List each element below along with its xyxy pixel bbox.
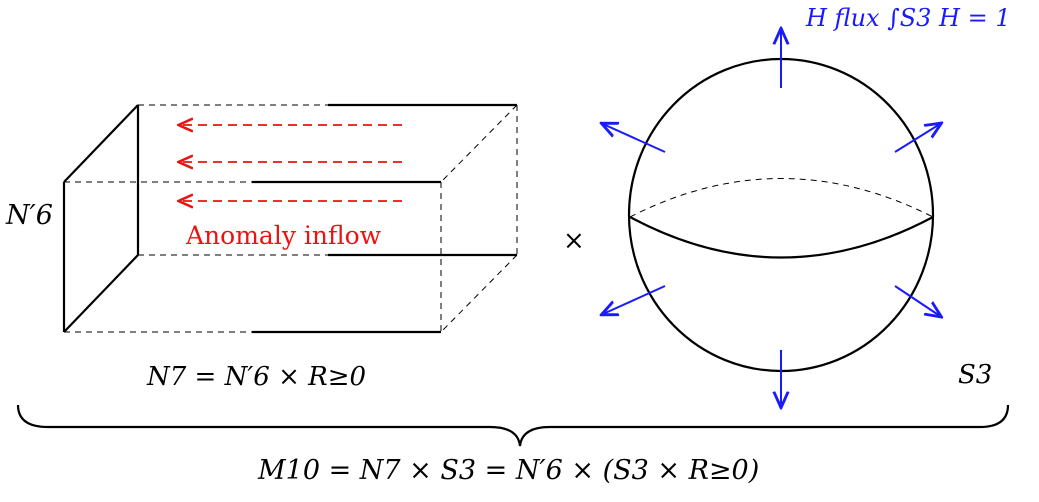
anomaly-inflow-arrows — [180, 125, 402, 201]
box-dashed-edges — [64, 104, 518, 333]
anomaly-inflow-label: Anomaly inflow — [186, 221, 382, 250]
outward-arrow-icon — [894, 285, 940, 316]
n6-face — [62, 104, 140, 333]
outward-arrow-icon — [603, 285, 666, 314]
underbrace — [16, 404, 1010, 447]
box-solid-edges — [252, 103, 517, 334]
n7-equation: N7 = N′6 × R≥0 — [147, 362, 367, 392]
s3-label: S3 — [958, 360, 993, 390]
times-symbol: × — [563, 226, 585, 256]
m10-equation: M10 = N7 × S3 = N′6 × (S3 × R≥0) — [258, 455, 760, 486]
outward-arrow-icon — [894, 124, 940, 153]
equator-back — [629, 178, 934, 218]
n6-prime-label: N′6 — [6, 200, 53, 231]
h-flux-arrows — [603, 30, 940, 406]
equator-front — [629, 216, 934, 259]
outward-arrow-icon — [603, 124, 666, 153]
n7-box — [62, 103, 518, 334]
s3-sphere — [627, 57, 935, 373]
h-flux-label: H flux ∫S3 H = 1 — [806, 4, 1011, 32]
